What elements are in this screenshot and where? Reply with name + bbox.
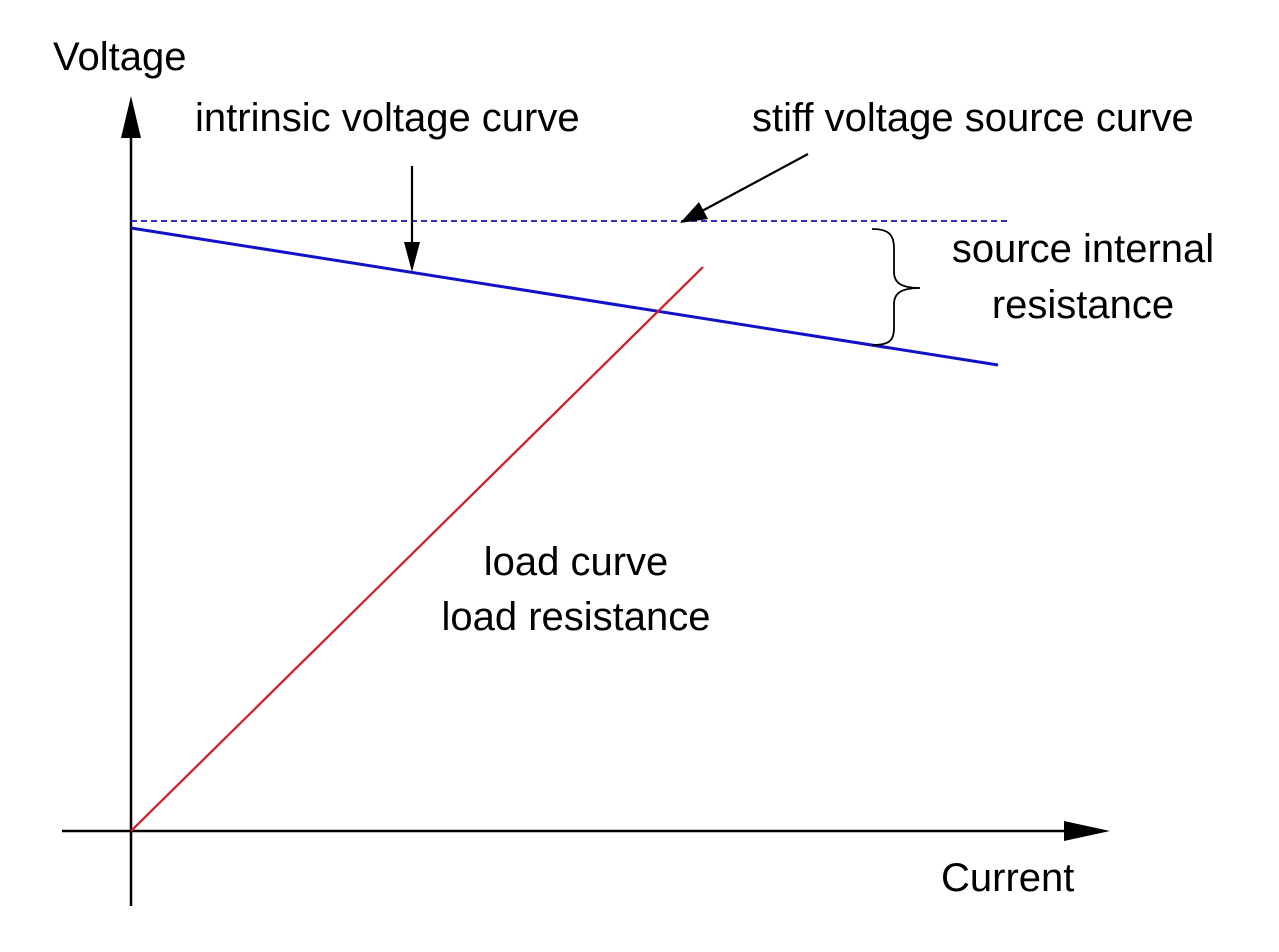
x-axis-label: Current <box>941 856 1074 900</box>
intrinsic-pointer-arrowhead <box>404 242 420 272</box>
load-resistance-label: load resistance <box>441 595 710 639</box>
x-axis-arrowhead <box>1064 821 1110 841</box>
y-axis-label: Voltage <box>53 35 186 79</box>
load-curve-line <box>130 266 704 832</box>
internal-resistance-label-line2: resistance <box>992 283 1174 327</box>
stiff-pointer-line <box>701 153 809 212</box>
internal-resistance-brace <box>871 228 921 346</box>
stiff-curve-label: stiff voltage source curve <box>752 96 1194 140</box>
load-curve-label: load curve <box>484 540 669 584</box>
intrinsic-voltage-line <box>130 226 999 367</box>
intrinsic-curve-label: intrinsic voltage curve <box>195 96 580 140</box>
y-axis-arrowhead <box>121 96 141 138</box>
internal-resistance-label-line1: source internal <box>952 227 1214 271</box>
stiff-pointer-arrowhead <box>680 202 708 223</box>
